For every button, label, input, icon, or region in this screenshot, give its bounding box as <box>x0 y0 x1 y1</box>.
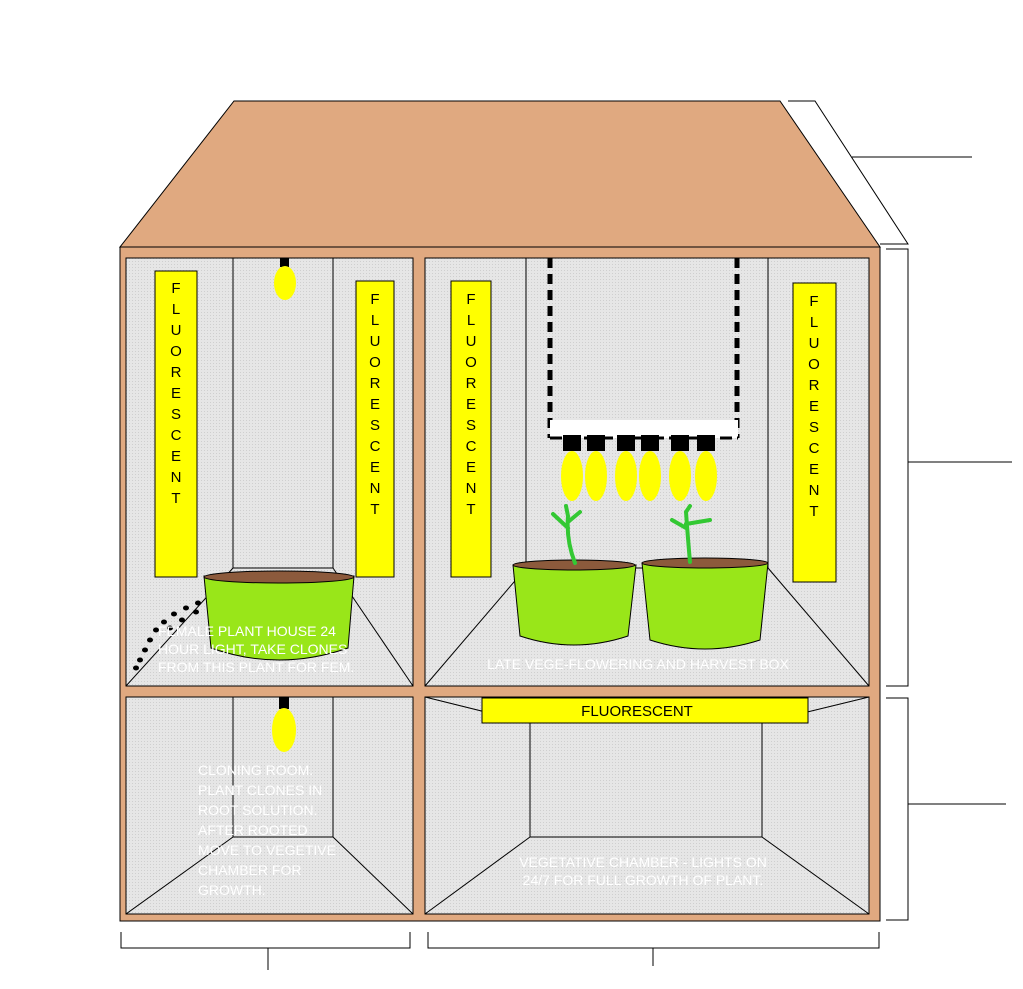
seed <box>167 625 173 631</box>
plant-icon <box>551 504 582 565</box>
seed <box>137 657 143 663</box>
clone-room <box>125 696 414 915</box>
pot-icon <box>512 559 637 646</box>
veg-room <box>424 696 870 915</box>
bulb-icon <box>585 435 607 501</box>
pot-icon <box>203 570 355 661</box>
fluorescent-tube-bottom: FLUORESCENT <box>481 697 809 724</box>
bulb-icon <box>615 435 637 501</box>
bulb-icon <box>639 435 661 501</box>
seed <box>147 637 153 643</box>
bulb-icon <box>272 697 296 752</box>
seed <box>195 600 201 606</box>
seed <box>142 647 148 653</box>
bulb-icon <box>561 435 583 501</box>
bulb-icon <box>695 435 717 501</box>
dimension-bracket-upper <box>886 248 1012 687</box>
seed <box>193 609 199 615</box>
bulb-icon <box>274 258 296 300</box>
seed <box>179 617 185 623</box>
pot-icon <box>641 557 769 650</box>
seed <box>161 619 167 625</box>
dimension-bracket-roof <box>788 100 972 245</box>
hanging-light-fixture <box>547 258 740 501</box>
cabinet-roof <box>118 100 881 248</box>
dimension-bracket-bottom-left <box>120 932 411 970</box>
seed <box>171 611 177 617</box>
bulb-icon <box>669 435 691 501</box>
dimension-bracket-lower <box>886 697 1006 921</box>
seed <box>183 605 189 611</box>
seeds <box>133 600 201 671</box>
seed <box>133 665 139 671</box>
plant-icon <box>670 504 712 564</box>
seed <box>153 627 159 633</box>
dimension-bracket-bottom-right <box>427 932 880 966</box>
fluorescent-label: FLUORESCENT <box>581 703 693 720</box>
caption-flower-room: LATE VEGE-FLOWERING AND HARVEST BOX <box>487 656 790 672</box>
